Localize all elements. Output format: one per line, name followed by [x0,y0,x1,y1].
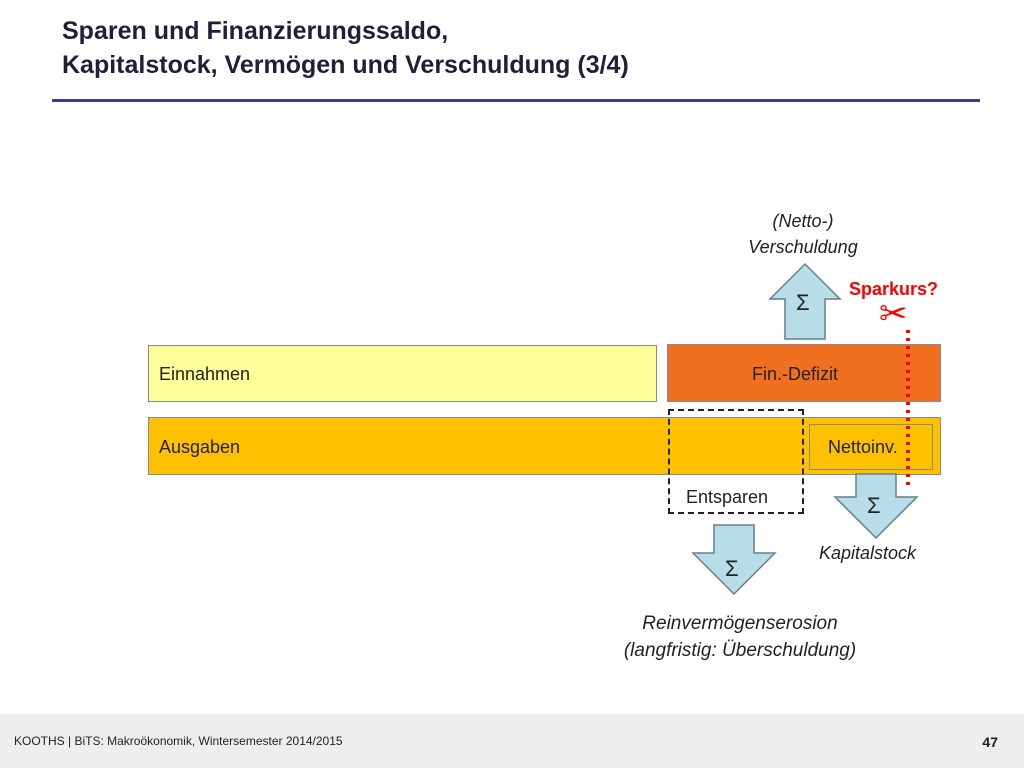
erosion-label: Reinvermögenserosion (langfristig: Übers… [590,610,890,664]
sigma-up: Σ [796,290,810,315]
ausgaben-label: Ausgaben [159,437,241,457]
scissors-icon: ✂ [879,295,908,333]
fin-defizit-label: Fin.-Defizit [752,364,839,384]
einnahmen-label: Einnahmen [159,364,251,384]
entsparen-dashed-box: Entsparen [668,409,804,514]
erosion-line-1: Reinvermögenserosion [642,613,838,634]
page-number: 47 [982,734,998,750]
down-arrow-kapitalstock [833,473,919,540]
entsparen-label: Entsparen [686,487,769,507]
verschuldung-line-1: (Netto-) [772,211,834,231]
einnahmen-bar: Einnahmen [148,345,657,402]
nettoinv-box: Nettoinv. [809,424,933,470]
sparkurs-label: Sparkurs? [849,279,939,299]
nettoinv-label: Nettoinv. [828,437,898,457]
down-arrow-erosion [691,524,777,596]
title-rule [52,99,980,102]
footer-text: KOOTHS | BiTS: Makroökonomik, Winterseme… [14,734,343,748]
up-arrow [768,262,842,340]
kapitalstock-label: Kapitalstock [819,543,917,563]
title-line-2: Kapitalstock, Vermögen und Verschuldung … [62,51,629,79]
title-line-1: Sparen und Finanzierungssaldo, [62,17,449,45]
ausgaben-bar: Ausgaben [148,417,941,475]
footer-bar [0,714,1024,768]
verschuldung-line-2: Verschuldung [748,237,858,257]
erosion-line-2: (langfristig: Überschuldung) [623,640,857,661]
sigma-erosion: Σ [725,556,739,581]
fin-defizit-bar: Fin.-Defizit [667,344,941,402]
sigma-kapitalstock: Σ [867,493,881,518]
slide-title: Sparen und Finanzierungssaldo, Kapitalst… [62,14,629,82]
verschuldung-label: (Netto-) Verschuldung [728,208,878,260]
